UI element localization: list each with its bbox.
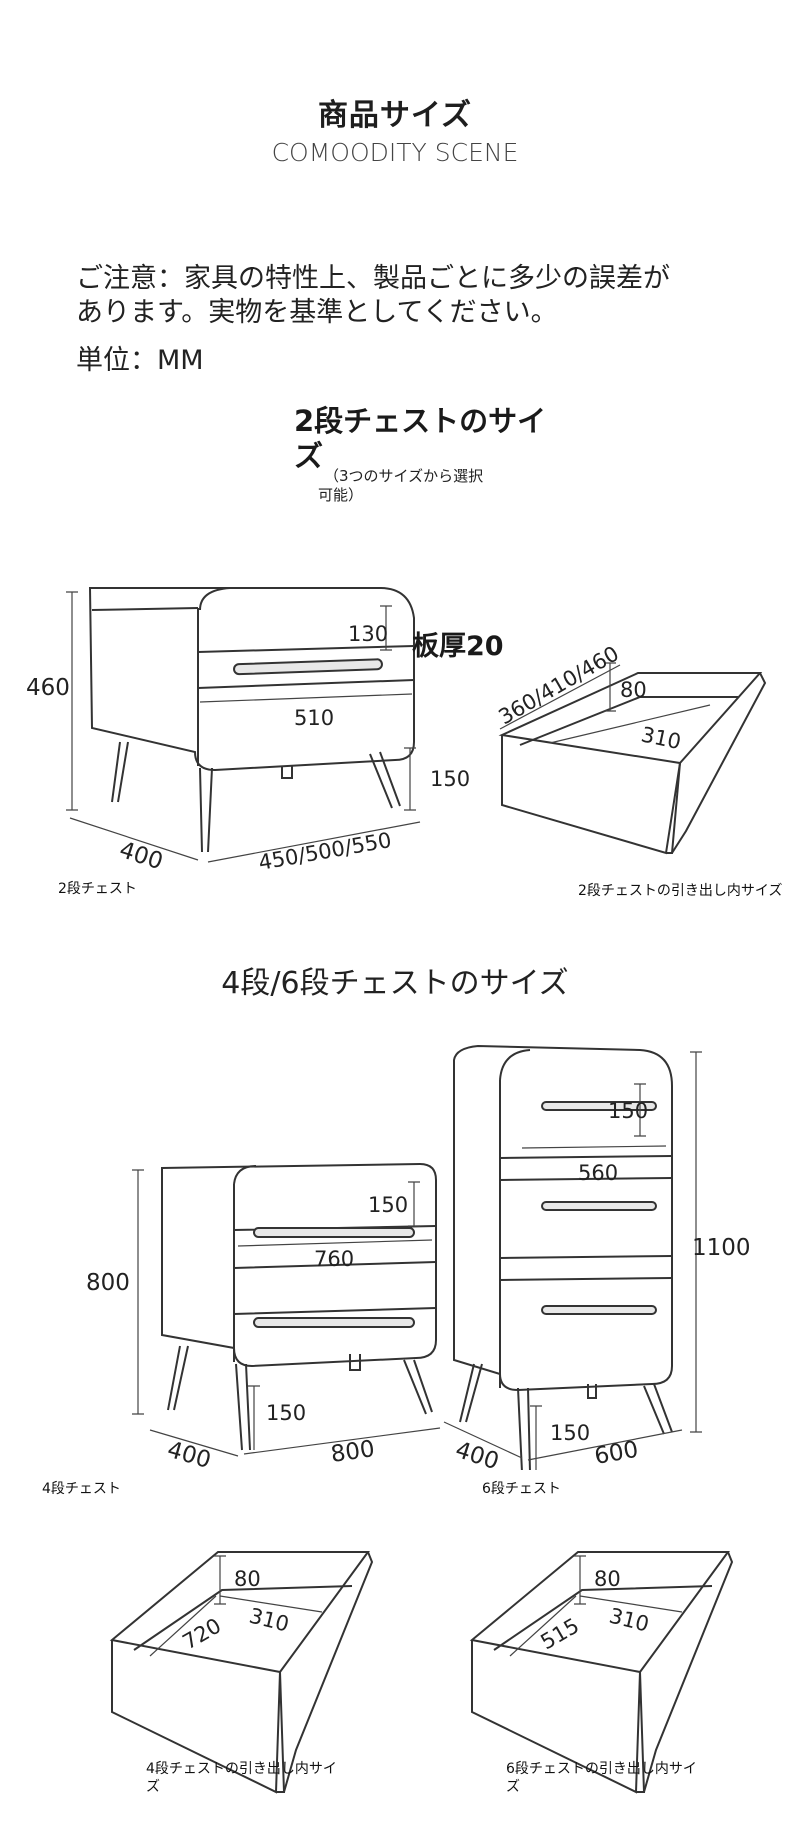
drawer4-depth: 720: [179, 1613, 226, 1654]
chest6-leg: 150: [550, 1421, 590, 1445]
page-subtitle: COMOODITY SCENE: [271, 138, 519, 167]
chest2-width: 450/500/550: [257, 828, 394, 875]
chest2-drawer-height: 130: [348, 622, 388, 646]
chest6-diagram: 1100 150 560 150 400 600: [443, 1044, 751, 1470]
chest4-caption: 4段チェスト: [42, 1481, 121, 1497]
notice-text: ご注意：家具の特性上、製品ごとに多少の誤差があります。実物を基準としてください。: [76, 263, 670, 328]
chest4-diagram: 800 150 760 150 400 800: [86, 1162, 441, 1470]
chest2-leg: 150: [430, 767, 470, 791]
drawer2-width: 310: [639, 722, 683, 754]
chest2-caption: 2段チェスト: [58, 881, 137, 897]
chest6-drawer-height: 150: [608, 1099, 648, 1123]
chest2-depth: 400: [116, 837, 166, 875]
chest6-caption: 6段チェスト: [482, 1481, 561, 1497]
chest6-width: 600: [593, 1437, 641, 1470]
drawer6-width: 310: [607, 1604, 652, 1637]
drawer4-diagram: 80 720 310: [109, 1551, 374, 1794]
section2-title: 4段/6段チェストのサイズ: [221, 966, 569, 1001]
chest2-diagram: 460 130 510 150 400 450/500/550: [26, 587, 470, 875]
chest6-depth: 400: [452, 1437, 502, 1470]
drawer6-height: 80: [594, 1567, 621, 1591]
drawer2-caption: 2段チェストの引き出し内サイズ: [578, 883, 783, 899]
chest4-drawer-height: 150: [368, 1193, 408, 1217]
chest2-drawer-width: 510: [294, 706, 334, 730]
drawer4-height: 80: [234, 1567, 261, 1591]
page-title: 商品サイズ: [317, 98, 473, 133]
drawer6-caption: 6段チェストの引き出し内サイズ: [506, 1761, 697, 1795]
drawer6-depth: 515: [537, 1613, 584, 1654]
chest6-drawer-width: 560: [578, 1161, 618, 1185]
chest2-body: [88, 587, 415, 772]
chest6-height: 1100: [692, 1235, 751, 1261]
thickness-label: 板厚20: [412, 631, 504, 662]
drawer2-diagram: 360/410/460 80 310: [495, 645, 767, 855]
chest4-height: 800: [86, 1270, 130, 1296]
unit-label: 単位：MM: [76, 345, 204, 376]
section1-title: 2段チェストのサイズ: [294, 404, 547, 473]
chest4-leg: 150: [266, 1401, 306, 1425]
drawer6-diagram: 80 515 310: [469, 1551, 734, 1794]
drawer2-depth: 360/410/460: [495, 645, 623, 729]
chest2-handle: [233, 658, 383, 676]
chest4-width: 800: [329, 1436, 376, 1468]
chest2-height: 460: [26, 675, 70, 701]
drawer4-caption: 4段チェストの引き出し内サイズ: [146, 1761, 337, 1795]
drawer2-height: 80: [620, 678, 647, 702]
chest4-depth: 400: [164, 1437, 213, 1470]
chest4-drawer-width: 760: [314, 1247, 354, 1271]
section1-subtitle: （3つのサイズから選択可能）: [318, 467, 484, 504]
drawer4-width: 310: [247, 1604, 292, 1637]
